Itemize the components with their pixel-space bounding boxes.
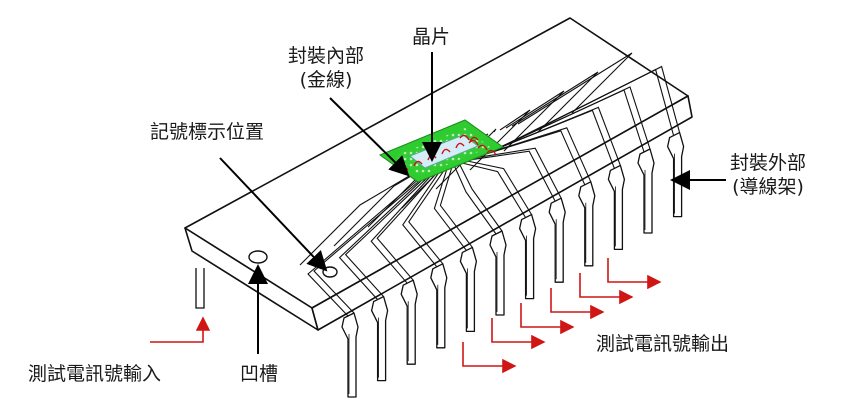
label-signal-in: 測試電訊號輸入 (28, 363, 162, 385)
label-marker: 記號標示位置 (150, 121, 265, 143)
label-signal-out: 測試電訊號輸出 (596, 333, 730, 355)
label-package-outer-title: 封裝外部 (730, 152, 807, 174)
front-pin (400, 279, 418, 365)
lead-trace-edge (376, 170, 440, 281)
signal-arrows (150, 258, 662, 374)
back-row-pins (195, 268, 205, 309)
label-package-outer-sub: (導線架) (732, 175, 804, 198)
pin-lead (459, 246, 478, 333)
lead-trace-back (503, 90, 565, 152)
bond-wire (459, 134, 470, 141)
bond-wire (468, 139, 479, 146)
lead-trace-back (511, 71, 599, 133)
front-row-pins (341, 131, 685, 398)
signal-out-arrow (462, 342, 517, 374)
signal-out-arrow (550, 288, 605, 320)
package-side-face (311, 95, 693, 331)
label-chip: 晶片 (412, 26, 451, 48)
lead-trace (338, 175, 428, 300)
pin-lead (548, 197, 566, 283)
signal-in-arrow (150, 316, 211, 343)
front-pin (637, 148, 655, 234)
front-pin (518, 213, 537, 300)
bond-wire (441, 148, 451, 155)
front-pin (607, 164, 626, 251)
pin-lead (341, 312, 359, 398)
lead-trace (402, 170, 441, 268)
signal-out-arrow (607, 258, 662, 290)
lead-trace-edge (499, 65, 681, 149)
pin-lead (489, 230, 507, 316)
lead-trace (474, 130, 586, 186)
lead-trace-edge (492, 86, 651, 152)
label-package-inner-sub: (金線) (299, 68, 353, 91)
pin-lead (430, 263, 448, 349)
lead-trace (370, 172, 435, 284)
label-package-inner: 封裝內部 (金線) (288, 45, 364, 93)
bond-wire (413, 160, 423, 167)
label-package-outer: 封裝外部 (導線架) (730, 152, 806, 200)
lead-trace (467, 150, 556, 202)
front-pin (489, 230, 507, 316)
pointer-bond-wires (329, 97, 410, 177)
front-pin (459, 246, 478, 333)
front-pin (430, 263, 448, 349)
label-package-inner-title: 封裝內部 (288, 45, 365, 67)
back-pin (195, 268, 205, 309)
lead-trace-edge (344, 173, 433, 297)
pin-lead (370, 295, 389, 382)
signal-out-arrow (491, 318, 546, 350)
bond-wire (477, 144, 488, 151)
lead-trace (453, 165, 497, 235)
pin-lead (607, 164, 626, 251)
lead-trace-edge (439, 165, 473, 248)
lead-trace-edge (458, 163, 503, 232)
lead-trace (460, 162, 527, 218)
front-pin (548, 197, 566, 283)
bond-wire (455, 142, 465, 149)
signal-out-arrow (579, 273, 634, 305)
lead-trace-edge (486, 106, 621, 166)
label-notch: 凹槽 (240, 363, 279, 385)
pointer-marker (219, 157, 328, 272)
lead-trace-back (517, 52, 633, 125)
lead-trace-edge (472, 147, 562, 199)
bond-wire (486, 149, 497, 156)
lead-trace-back (435, 128, 497, 190)
pin-lead (637, 148, 655, 234)
front-pin (341, 312, 359, 398)
pin-lead (578, 181, 596, 267)
callout-pointers (219, 52, 726, 354)
pin-lead (518, 213, 537, 300)
pin-lead (666, 131, 685, 218)
lead-frame-traces (299, 52, 681, 317)
notch-icon (248, 250, 268, 264)
signal-out-arrow (520, 303, 575, 335)
pin-lead (400, 279, 418, 365)
lead-trace (307, 177, 421, 317)
front-pin (666, 131, 685, 218)
lead-trace-edge (465, 160, 533, 215)
front-pin (578, 181, 596, 267)
lead-trace-edge (408, 168, 446, 265)
front-pin (370, 295, 389, 382)
